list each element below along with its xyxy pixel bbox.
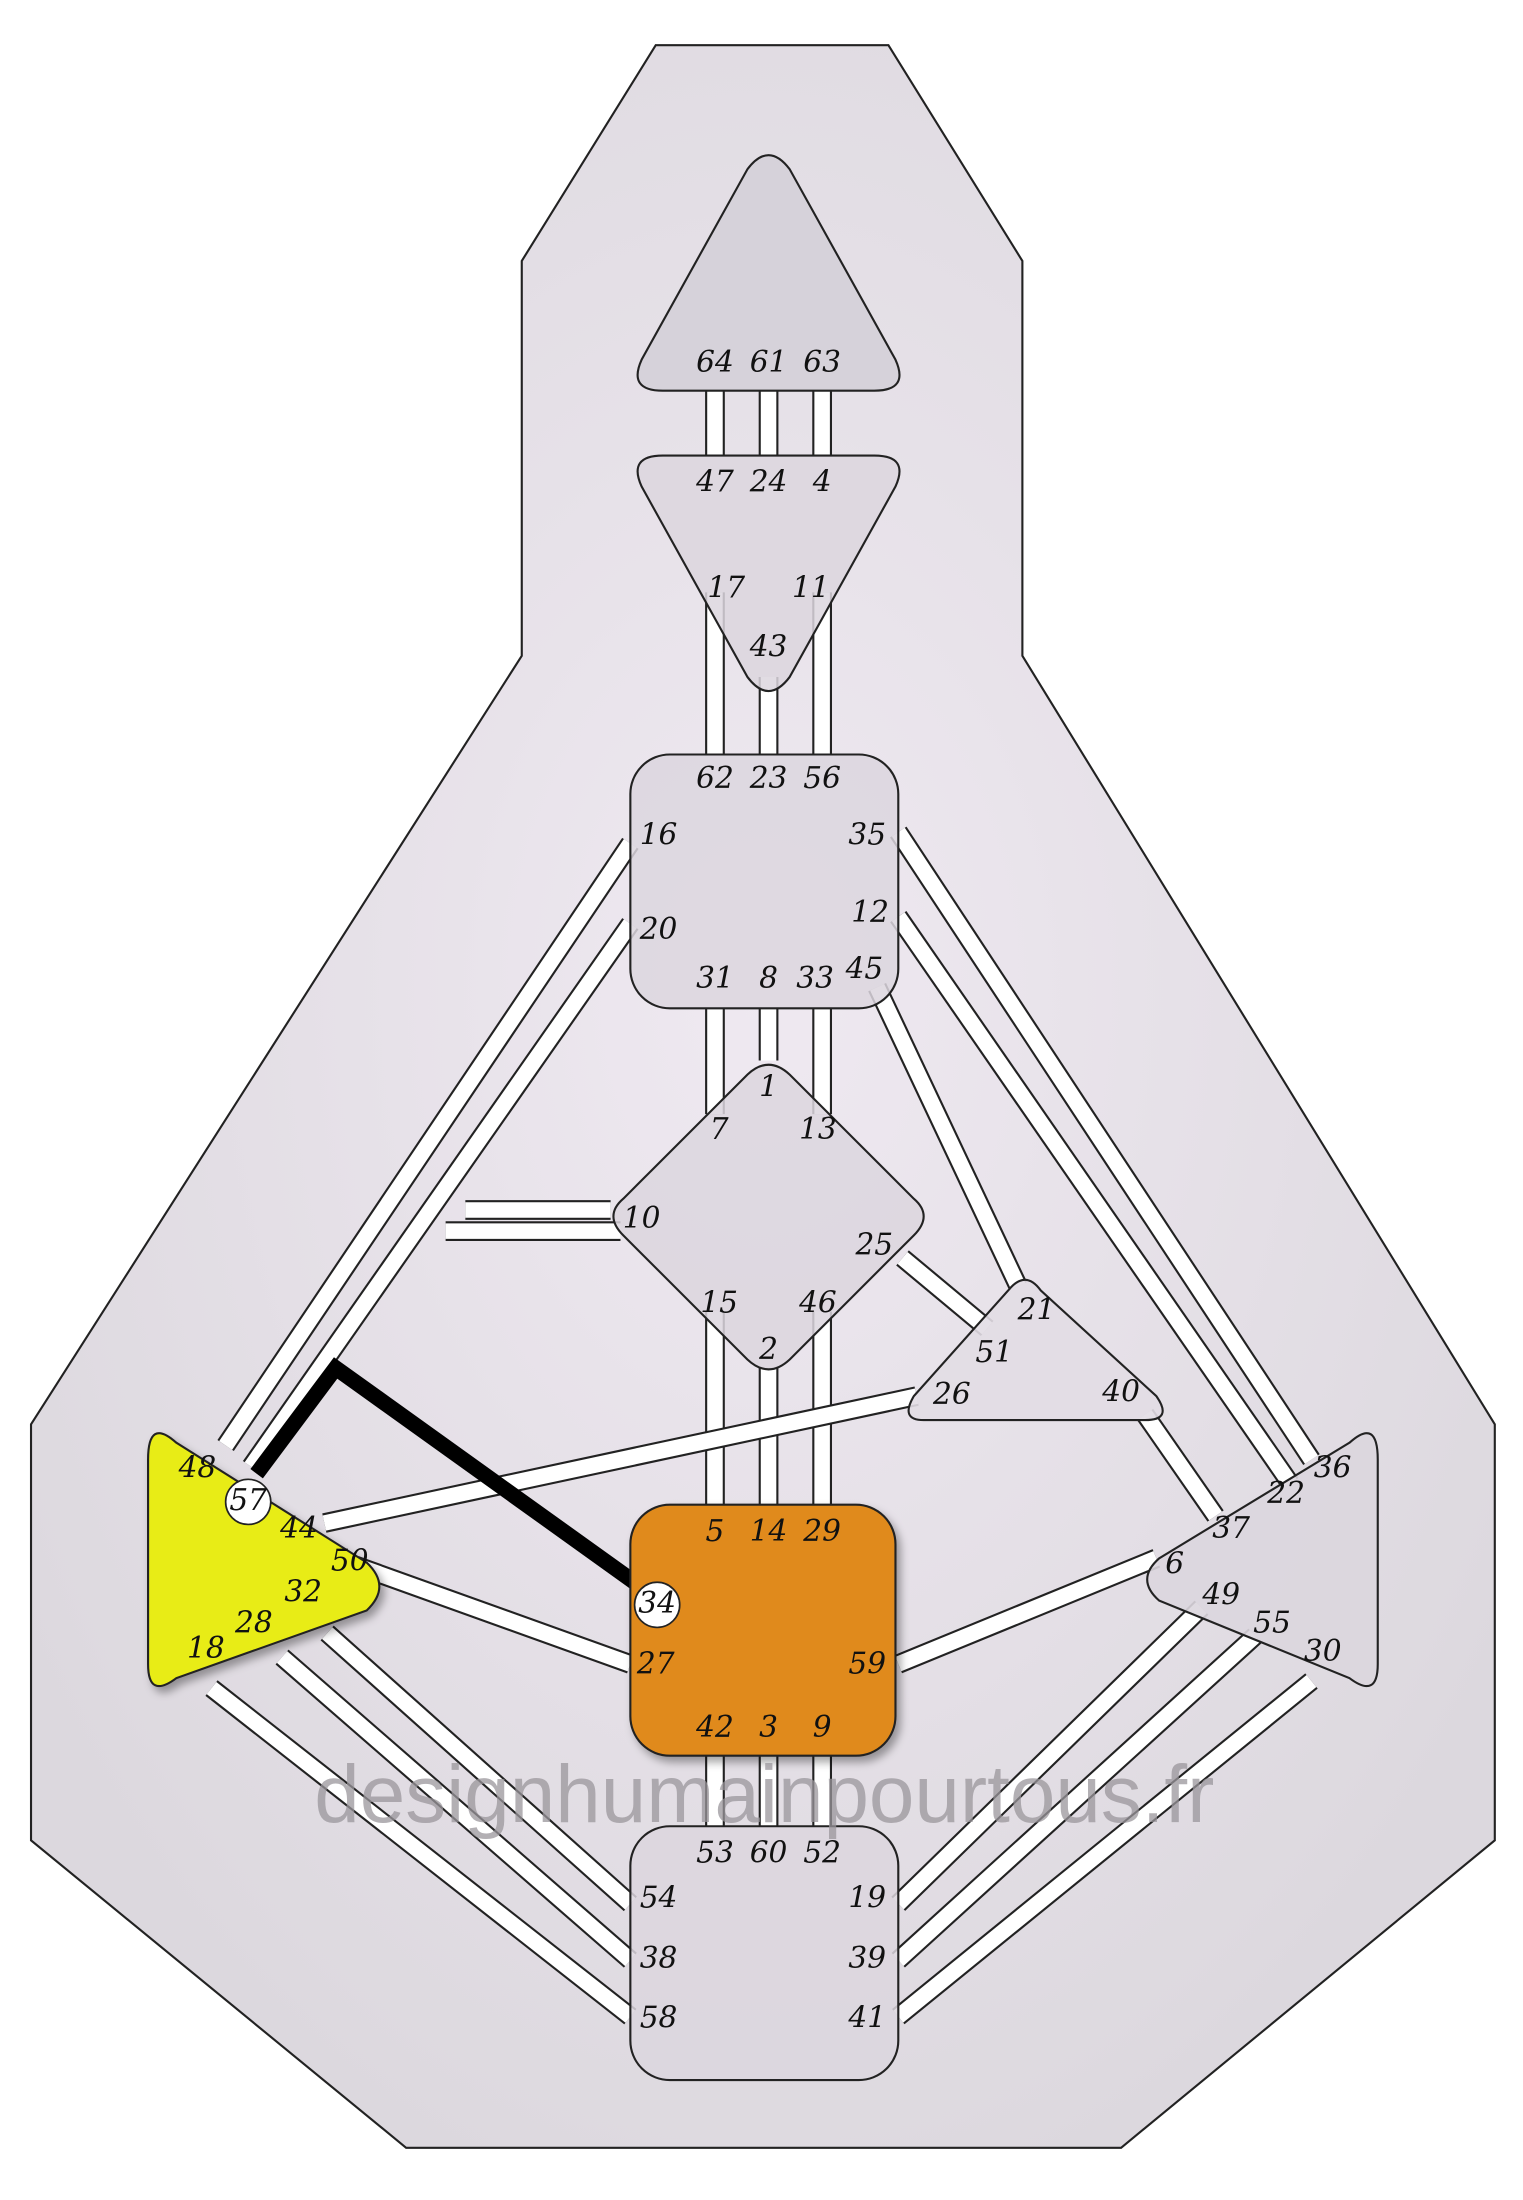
gate-48: 48 [178,1450,217,1484]
gate-12: 12 [851,895,889,929]
channel-26-44 [322,1388,919,1531]
gate-38: 38 [640,1941,678,1975]
gate-59: 59 [848,1646,886,1680]
gate-53: 53 [696,1835,734,1869]
centers [147,154,1379,2082]
center-ajna [636,454,901,693]
gate-4: 4 [812,465,832,499]
center-heart [907,1278,1164,1422]
channel-12-22 [891,912,1297,1488]
gate-17: 17 [707,571,745,605]
channel-25-51 [897,1251,993,1335]
gate-11: 11 [792,571,830,605]
channel-58-18 [206,1681,636,2023]
gate-32: 32 [284,1575,322,1609]
gate-43: 43 [749,630,788,664]
gate-21: 21 [1017,1293,1056,1327]
gate-29: 29 [802,1514,841,1548]
gate-31: 31 [696,961,734,995]
channel-35-36 [891,827,1318,1464]
gate-60: 60 [750,1835,788,1869]
center-spleen [147,1432,381,1688]
gate-20: 20 [639,912,678,946]
activated-gate-marker [224,1478,272,1526]
gate-24: 24 [749,465,788,499]
gate-36: 36 [1314,1450,1352,1484]
gate-8: 8 [759,961,778,995]
gate-30: 30 [1304,1634,1342,1668]
gate-27: 27 [636,1646,675,1680]
gate-35: 35 [848,817,886,851]
gate-41: 41 [847,2000,886,2034]
channels [205,390,1320,2025]
center-head [636,154,901,392]
center-solar-plexus [1146,1432,1379,1688]
channel-59-6 [895,1551,1160,1672]
gate-23: 23 [749,761,788,795]
channel-38-28 [276,1651,636,1967]
gate-46: 46 [798,1285,837,1319]
gate-42: 42 [695,1710,734,1744]
gate-3: 3 [759,1710,778,1744]
gate-64: 64 [696,345,734,379]
gate-58: 58 [640,2000,678,2034]
gate-9: 9 [813,1710,832,1744]
gate-34: 34 [638,1586,676,1620]
gate-16: 16 [640,817,678,851]
channel-16-48 [219,839,637,1450]
gate-22: 22 [1266,1476,1305,1510]
channel-19-49 [892,1602,1207,1910]
gate-26: 26 [932,1377,971,1411]
gate-28: 28 [234,1606,273,1640]
gate-25: 25 [854,1228,893,1262]
gate-5: 5 [706,1514,725,1548]
gate-7: 7 [710,1112,729,1146]
gate-15: 15 [700,1285,738,1319]
gate-14: 14 [750,1514,788,1548]
gate-52: 52 [803,1835,841,1869]
channel-27-50 [352,1558,633,1672]
gate-13: 13 [799,1112,837,1146]
gate-37: 37 [1212,1511,1250,1545]
gate-56: 56 [803,761,841,795]
gate-10: 10 [623,1201,661,1235]
gate-61: 61 [750,345,788,379]
gate-33: 33 [796,961,834,995]
gate-1: 1 [759,1070,778,1104]
channel-41-30 [893,1674,1317,2023]
watermark: designhumainpourtous.fr [314,1749,1214,1840]
channel-45-21 [870,983,1026,1290]
gate-54: 54 [640,1881,678,1915]
activated-gate-marker [633,1581,681,1629]
channel-57-34-defined [250,1357,640,1589]
channel-54-32 [321,1627,636,1910]
channel-20-57 [244,919,637,1472]
gate-6: 6 [1165,1546,1184,1580]
center-throat [629,753,900,1010]
gate-62: 62 [696,761,734,795]
gate-63: 63 [803,345,841,379]
gate-39: 39 [848,1941,886,1975]
center-sacral [629,1503,897,1757]
gate-19: 19 [848,1881,886,1915]
gate-50: 50 [331,1544,369,1578]
gate-2: 2 [758,1332,778,1366]
gate-18: 18 [187,1631,225,1665]
center-g [612,1063,925,1371]
gate-40: 40 [1101,1374,1140,1408]
channel-39-55 [893,1630,1261,1966]
gate-44: 44 [279,1511,318,1545]
center-root [629,1825,900,2082]
gate-45: 45 [845,951,884,985]
gate-55: 55 [1253,1606,1291,1640]
gate-51: 51 [975,1335,1013,1369]
channel-40-37 [1138,1410,1222,1521]
gate-49: 49 [1201,1577,1240,1611]
gate-57: 57 [229,1483,267,1517]
gate-47: 47 [695,465,734,499]
